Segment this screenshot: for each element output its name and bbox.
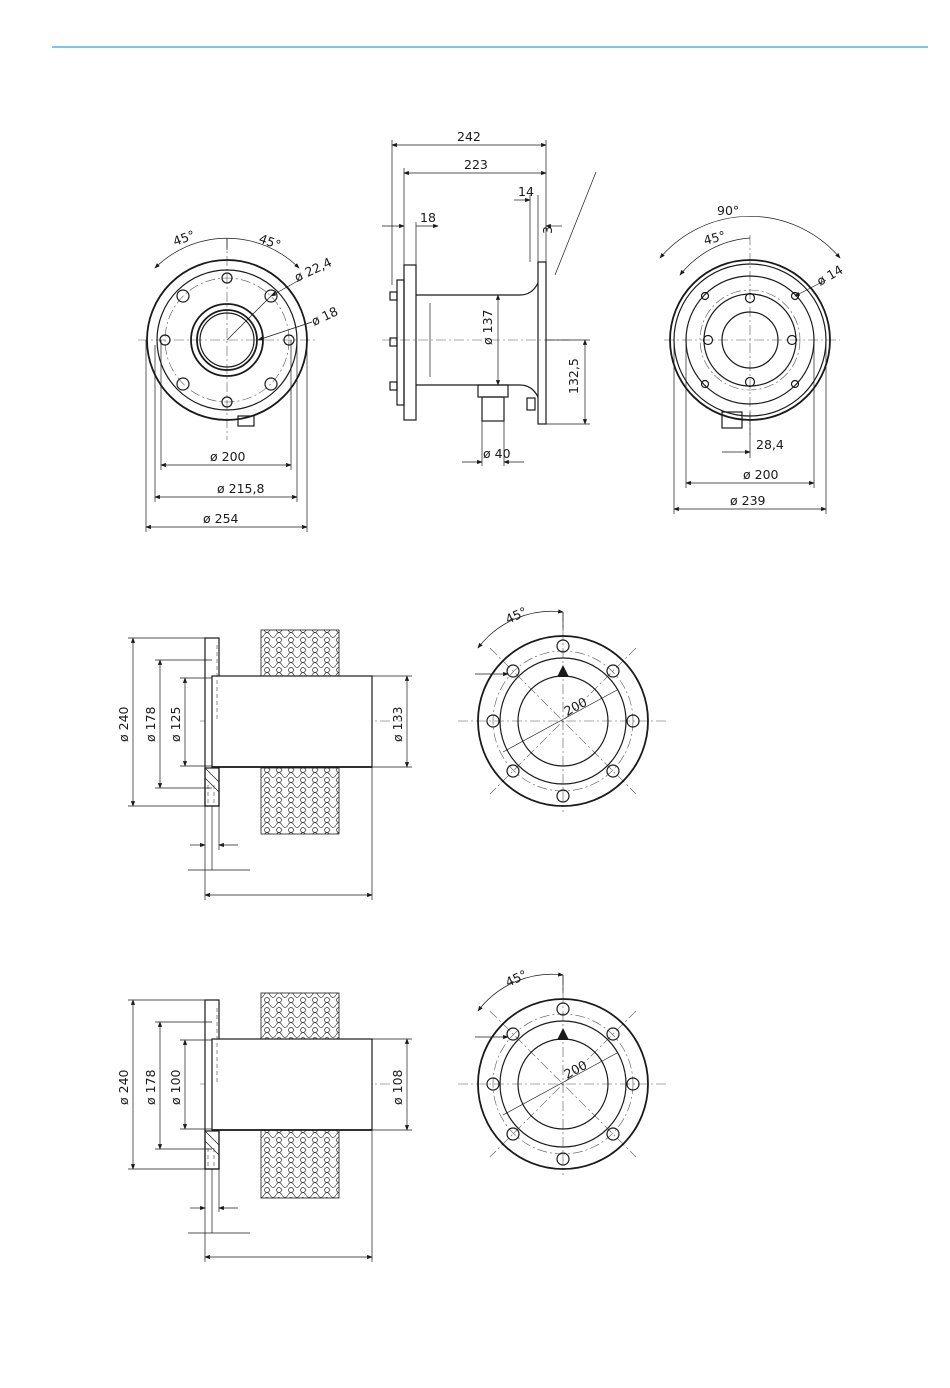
side-tube: ø 137 — [480, 310, 495, 345]
ring-b-angle: 45° — [503, 967, 529, 990]
side-height: 132,5 — [566, 358, 581, 394]
ring-b-pcd: 200 — [561, 1057, 589, 1081]
side-flange-thickness: 14 — [518, 184, 534, 199]
sleeve-a-view: ø 240 ø 178 ø 125 ø 133 — [116, 630, 412, 900]
sleeve-a-d-133: ø 133 — [390, 707, 405, 742]
sleeve-a-d-178: ø 178 — [143, 706, 158, 742]
side-overall: 242 — [457, 129, 481, 144]
front-angle-b: 45° — [257, 231, 283, 253]
sleeve-b-d-178: ø 178 — [143, 1069, 158, 1105]
ring-a-angle: 45° — [503, 604, 529, 627]
ring-b-arrow-icon — [557, 1028, 569, 1040]
sleeve-b-view: ø 240 ø 178 ø 100 ø 108 — [116, 993, 412, 1262]
sleeve-b-d-240: ø 240 — [116, 1069, 131, 1105]
flange-rear-view: 90° 45° ø 14 28,4 ø 200 ø 239 — [660, 203, 845, 514]
rear-hole: ø 14 — [814, 262, 845, 289]
rear-d-239: ø 239 — [730, 493, 766, 508]
front-d-254: ø 254 — [203, 511, 239, 526]
front-angle-a: 45° — [171, 227, 197, 249]
sleeve-b-d-100: ø 100 — [168, 1069, 183, 1105]
front-inner-hole: ø 18 — [309, 303, 340, 328]
ring-a-view: 45° 200 — [458, 604, 668, 812]
sleeve-a-d-240: ø 240 — [116, 706, 131, 742]
rear-angle-b: 45° — [702, 228, 727, 248]
side-spigot: ø 40 — [483, 446, 511, 461]
ring-a-arrow-icon — [557, 665, 569, 677]
side-left-plate: 18 — [420, 210, 436, 225]
front-bolt-hole: ø 22,4 — [292, 254, 334, 284]
side-body: 223 — [464, 157, 488, 172]
side-plate: 3 — [540, 226, 555, 234]
sleeve-b-d-108: ø 108 — [390, 1069, 405, 1105]
front-d-200: ø 200 — [210, 449, 246, 464]
rear-angle-a: 90° — [717, 203, 739, 218]
ring-b-view: 45° 200 — [458, 967, 668, 1175]
flange-front-view: 45° 45° ø 22,4 ø 18 ø 200 ø 215,8 ø 254 — [138, 227, 340, 532]
ring-a-pcd: 200 — [561, 694, 589, 718]
side-view: 242 223 14 3 18 ø 137 132,5 ø 40 — [382, 129, 596, 466]
front-d-215: ø 215,8 — [217, 481, 264, 496]
sleeve-a-d-125: ø 125 — [168, 707, 183, 742]
rear-d-200: ø 200 — [743, 467, 779, 482]
rear-offset: 28,4 — [756, 437, 784, 452]
